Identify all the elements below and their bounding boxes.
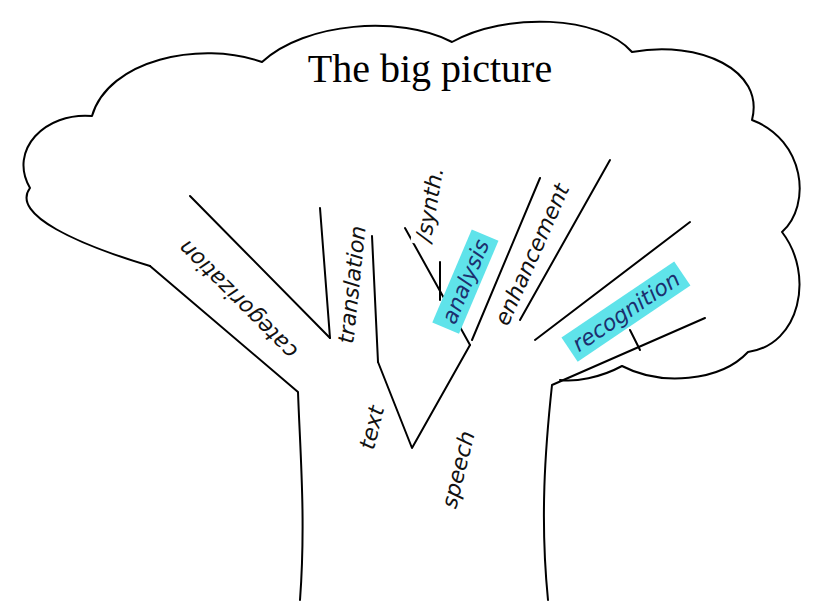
branch-label: enhancement	[488, 178, 575, 333]
trunk-left-edge	[150, 266, 303, 600]
branch-line	[320, 208, 330, 338]
branch-label: /synth.	[410, 163, 449, 248]
branch-label: speech	[435, 426, 480, 514]
trunk-right-edge	[544, 318, 705, 600]
branch-line	[372, 236, 378, 362]
stray-stroke	[630, 330, 640, 350]
diagram-title: The big picture	[308, 45, 552, 92]
branch-label: translation	[333, 222, 371, 348]
branch-label: text	[354, 401, 391, 455]
highlighted-branch-label: recognition	[561, 262, 690, 363]
stray-stroke	[439, 262, 441, 300]
